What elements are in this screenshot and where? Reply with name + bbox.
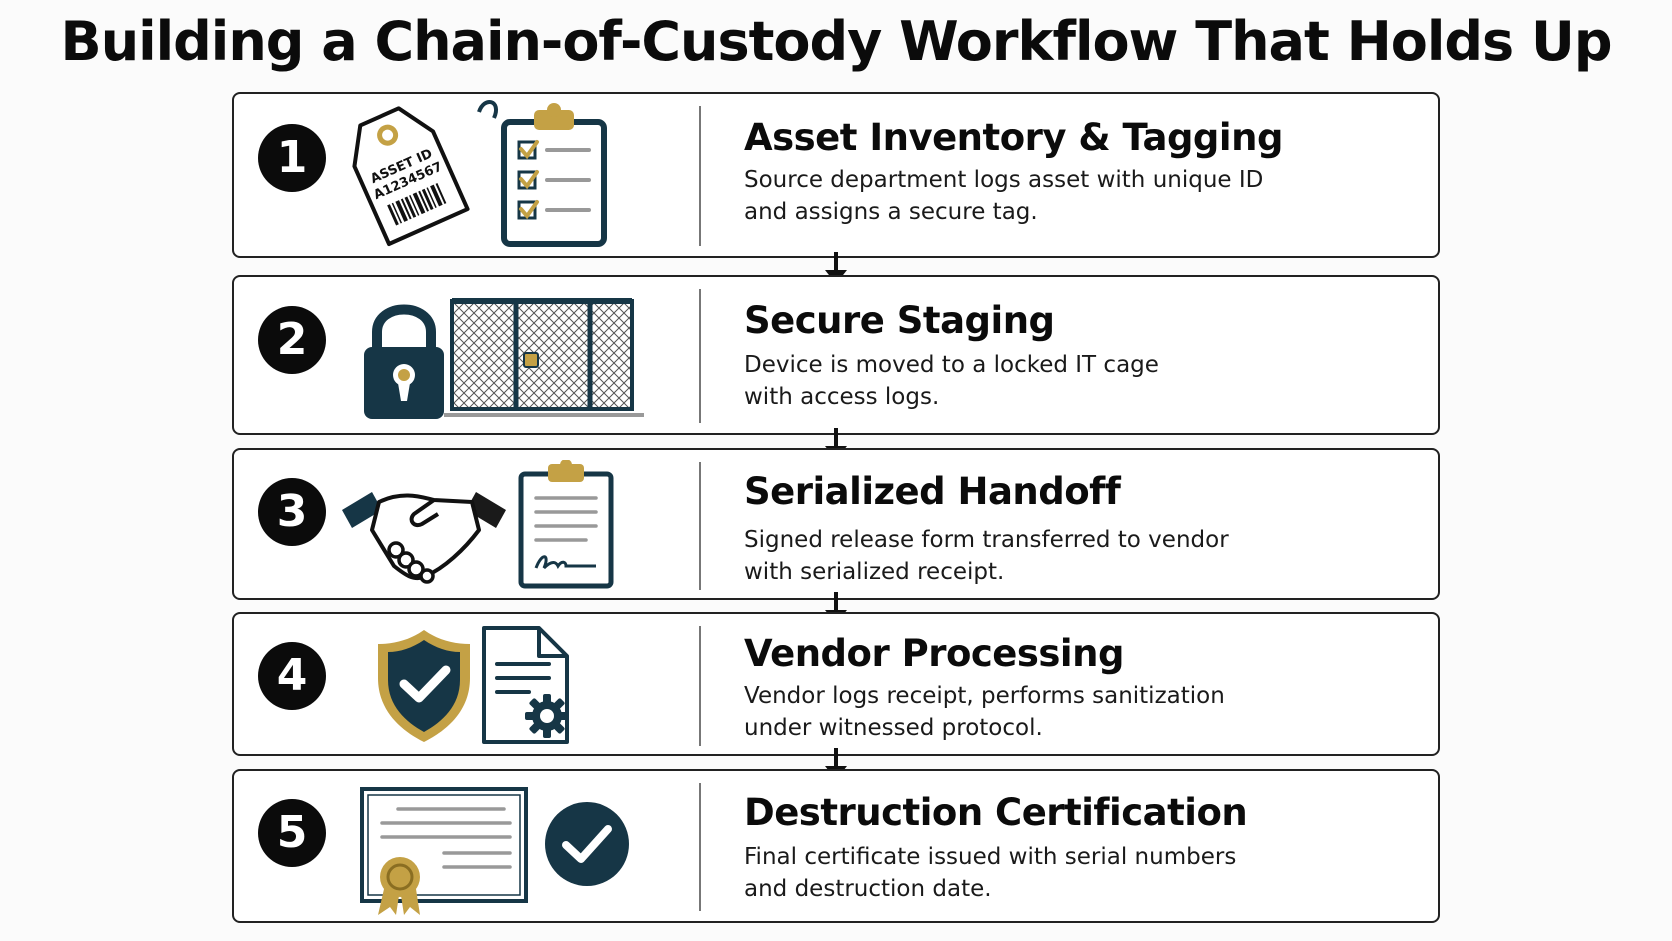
step-number-badge: 2	[258, 306, 326, 374]
step-description-line: under witnessed protocol.	[744, 715, 1043, 741]
step-number-badge: 5	[258, 799, 326, 867]
padlock-icon	[364, 304, 444, 419]
step-card-4: 4	[232, 612, 1440, 756]
step-description: Signed release form transferred to vendo…	[744, 524, 1344, 588]
document-gear-icon	[482, 626, 569, 744]
step-card-2: 2 Secure Staging Device is moved to a lo…	[232, 275, 1440, 435]
step-number-badge: 4	[258, 642, 326, 710]
step-description: Final certificate issued with serial num…	[744, 841, 1344, 905]
step-number-badge: 3	[258, 478, 326, 546]
step-divider	[699, 289, 701, 423]
signed-form-icon	[518, 460, 614, 589]
step-description-line: Device is moved to a locked IT cage	[744, 352, 1159, 378]
step-title: Vendor Processing	[744, 632, 1124, 675]
step-divider	[699, 462, 701, 590]
step-description: Device is moved to a locked IT cage with…	[744, 349, 1344, 413]
handshake-icon	[342, 492, 506, 584]
step-card-5: 5 Destruction Certification Final certif…	[232, 769, 1440, 923]
certificate-icon	[360, 787, 528, 915]
step-description-line: Signed release form transferred to vendo…	[744, 527, 1229, 553]
check-circle-icon	[545, 802, 629, 886]
step-divider	[699, 783, 701, 911]
step-description: Source department logs asset with unique…	[744, 164, 1344, 228]
step-card-1: 1 ASSET ID A1234567	[232, 92, 1440, 258]
step-divider	[699, 106, 701, 246]
step-description-line: Final certificate issued with serial num…	[744, 844, 1237, 870]
step-description-line: and destruction date.	[744, 876, 992, 902]
asset-tag-icon: ASSET ID A1234567	[352, 100, 498, 246]
step-description: Vendor logs receipt, performs sanitizati…	[744, 680, 1344, 744]
step-description-line: with access logs.	[744, 384, 940, 410]
step-title: Serialized Handoff	[744, 470, 1121, 513]
step-divider	[699, 626, 701, 746]
step-title: Asset Inventory & Tagging	[744, 116, 1283, 159]
step-number-badge: 1	[258, 124, 326, 192]
step-card-3: 3 Serialized	[232, 448, 1440, 600]
locked-cage-icon	[444, 298, 644, 417]
shield-check-icon	[378, 630, 470, 742]
step-description-line: with serialized receipt.	[744, 559, 1005, 585]
step-title: Secure Staging	[744, 299, 1055, 342]
step-description-line: Vendor logs receipt, performs sanitizati…	[744, 683, 1225, 709]
checklist-clipboard-icon	[501, 103, 607, 247]
page-title: Building a Chain-of-Custody Workflow Tha…	[60, 10, 1613, 73]
step-description-line: Source department logs asset with unique…	[744, 167, 1264, 193]
step-description-line: and assigns a secure tag.	[744, 199, 1038, 225]
step-title: Destruction Certification	[744, 791, 1248, 834]
